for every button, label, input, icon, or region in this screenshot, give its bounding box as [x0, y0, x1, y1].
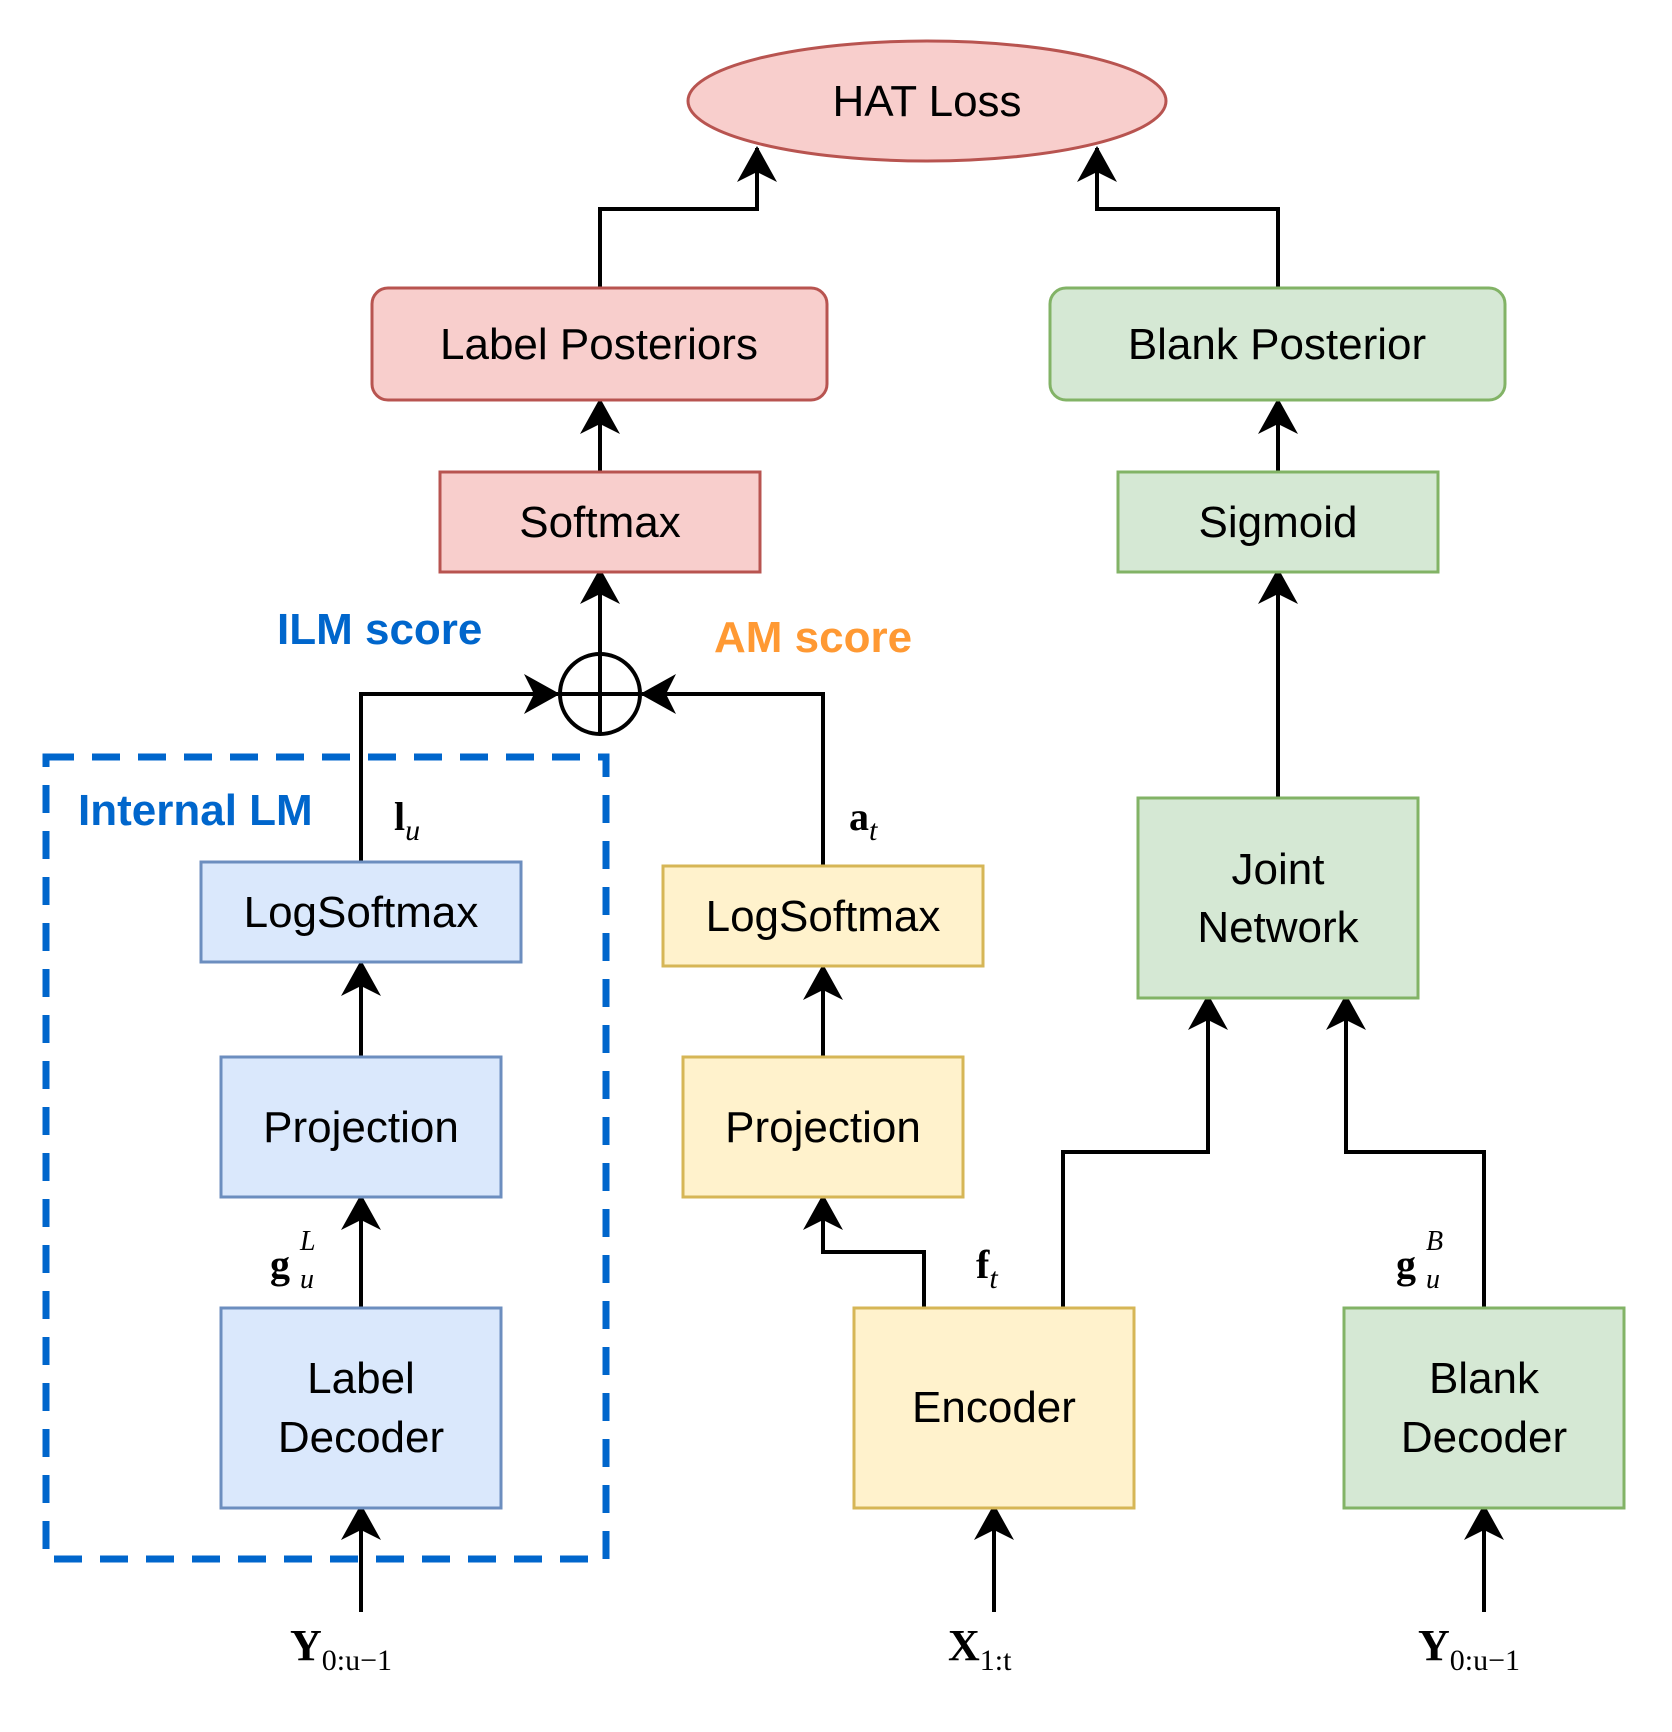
svg-text:g: g — [1396, 1242, 1416, 1287]
symbol-a-t: at — [849, 794, 878, 847]
blank-posterior-label: Blank Posterior — [1128, 320, 1426, 369]
am-score-label: AM score — [714, 613, 912, 662]
label-decoder-line1: Label — [307, 1354, 415, 1403]
edge-ilm-to-sum — [359, 674, 560, 862]
symbol-y-right: Y0:u−1 — [1418, 1621, 1520, 1677]
symbol-x: X1:t — [948, 1621, 1012, 1677]
sigmoid-node: Sigmoid — [1116, 470, 1440, 574]
encoder-label: Encoder — [912, 1383, 1076, 1432]
sigmoid-label: Sigmoid — [1199, 498, 1358, 547]
label-posteriors-label: Label Posteriors — [440, 320, 758, 369]
svg-text:L: L — [299, 1226, 316, 1257]
ilm-projection-node: Projection — [219, 1055, 503, 1199]
edge-blankdec-to-joint — [1326, 994, 1486, 1308]
blank-decoder-line2: Decoder — [1401, 1413, 1567, 1462]
sum-node — [558, 652, 642, 736]
edge-labelpost-to-loss — [598, 146, 777, 288]
blank-posterior-node: Blank Posterior — [1048, 286, 1507, 402]
edge-blankpost-to-loss — [1077, 146, 1280, 288]
edge-encoder-to-amproj — [803, 1194, 926, 1308]
softmax-node: Softmax — [438, 470, 762, 574]
joint-network-node: Joint Network — [1136, 796, 1420, 1000]
edge-am-to-sum — [640, 674, 825, 866]
joint-network-line1: Joint — [1232, 845, 1325, 894]
ilm-score-label: ILM score — [277, 605, 482, 654]
symbol-l-u: lu — [394, 794, 420, 847]
edge-encoder-to-joint — [1061, 994, 1228, 1308]
am-logsoftmax-label: LogSoftmax — [706, 892, 941, 941]
svg-text:u: u — [300, 1264, 314, 1295]
symbol-g-u-B: g B u — [1396, 1226, 1443, 1295]
symbol-f-t: ft — [976, 1242, 998, 1295]
symbol-y-left: Y0:u−1 — [290, 1621, 392, 1677]
svg-text:u: u — [1426, 1264, 1440, 1295]
label-posteriors-node: Label Posteriors — [370, 286, 829, 402]
ilm-logsoftmax-label: LogSoftmax — [244, 888, 479, 937]
joint-network-line2: Network — [1197, 903, 1359, 952]
softmax-label: Softmax — [519, 498, 680, 547]
label-decoder-node: Label Decoder — [219, 1306, 503, 1510]
encoder-node: Encoder — [852, 1306, 1136, 1510]
svg-text:B: B — [1426, 1226, 1443, 1257]
label-decoder-line2: Decoder — [278, 1413, 444, 1462]
hat-loss-node: HAT Loss — [686, 39, 1168, 163]
internal-lm-label: Internal LM — [78, 786, 313, 835]
svg-text:g: g — [270, 1242, 290, 1287]
hat-loss-label: HAT Loss — [832, 77, 1021, 126]
symbol-g-u-L: g L u — [270, 1226, 316, 1295]
ilm-projection-label: Projection — [263, 1103, 459, 1152]
am-logsoftmax-node: LogSoftmax — [661, 864, 985, 968]
edges — [341, 146, 1504, 1612]
am-projection-node: Projection — [681, 1055, 965, 1199]
internal-lm-region — [42, 753, 610, 1563]
blank-decoder-node: Blank Decoder — [1342, 1306, 1626, 1510]
ilm-logsoftmax-node: LogSoftmax — [199, 860, 523, 964]
am-projection-label: Projection — [725, 1103, 921, 1152]
blank-decoder-line1: Blank — [1429, 1354, 1540, 1403]
